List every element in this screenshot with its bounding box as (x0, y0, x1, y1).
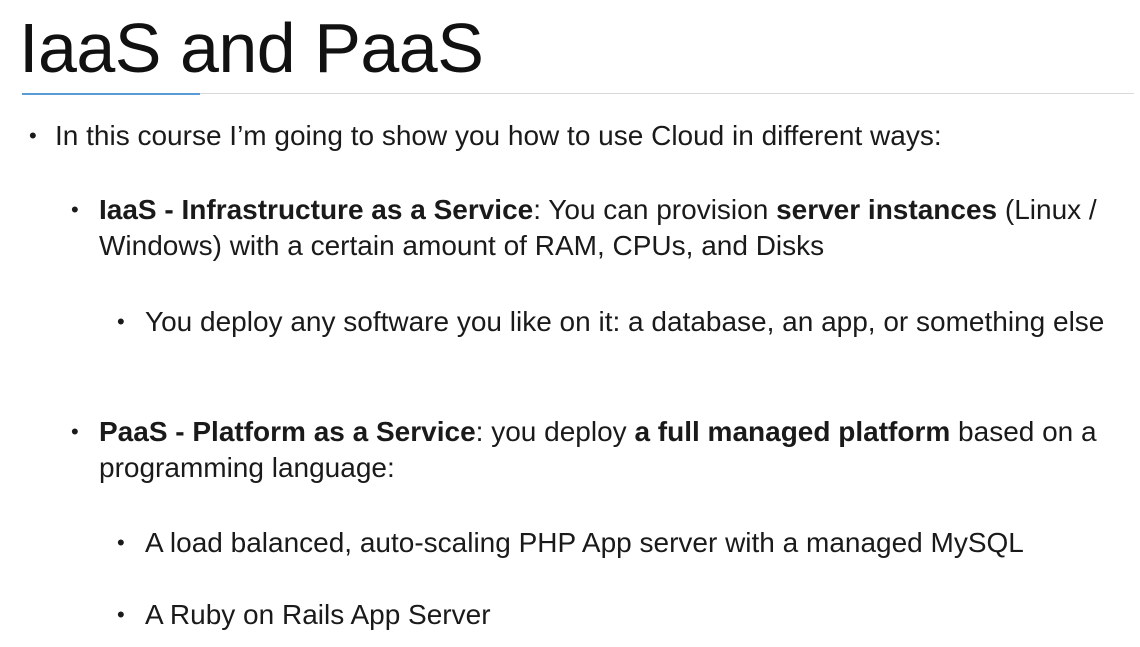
bullet-glyph: • (29, 123, 37, 148)
bullet-intro: • In this course I’m going to show you h… (29, 118, 1115, 154)
paas-name: PaaS - Platform as a Service (99, 416, 476, 447)
bullet-paas-sub-2: • A Ruby on Rails App Server (117, 597, 1130, 633)
bullet-iaas-sub-1: • You deploy any software you like on it… (117, 304, 1130, 340)
paas-text-1: : you deploy (475, 416, 635, 447)
title-divider (22, 93, 1134, 94)
bullet-glyph: • (117, 530, 125, 555)
intro-text: In this course I’m going to show you how… (55, 120, 942, 151)
iaas-text-1: : You can provision (533, 194, 777, 225)
slide-title: IaaS and PaaS (19, 9, 484, 87)
iaas-text: IaaS - Infrastructure as a Service: You … (99, 192, 1134, 264)
paas-bold-2: a full managed platform (634, 416, 951, 447)
bullet-glyph: • (71, 197, 79, 222)
bullet-glyph: • (117, 309, 125, 334)
bullet-paas-sub-1: • A load balanced, auto-scaling PHP App … (117, 525, 1130, 561)
bullet-paas: • PaaS - Platform as a Service: you depl… (71, 414, 1134, 486)
paas-text-2: based on a programming language: (99, 416, 1097, 483)
iaas-bold-2: server instances (776, 194, 998, 225)
title-divider-accent (22, 93, 200, 95)
bullet-glyph: • (71, 419, 79, 444)
iaas-sub-item: You deploy any software you like on it: … (145, 306, 1105, 337)
bullet-glyph: • (117, 602, 125, 627)
paas-sub-item: A Ruby on Rails App Server (145, 599, 491, 630)
iaas-name: IaaS - Infrastructure as a Service (99, 194, 534, 225)
paas-sub-item: A load balanced, auto-scaling PHP App se… (145, 527, 1024, 558)
iaas-text-2: (Linux / Windows) with a certain amount … (99, 194, 1097, 261)
bullet-iaas: • IaaS - Infrastructure as a Service: Yo… (71, 192, 1134, 264)
paas-text: PaaS - Platform as a Service: you deploy… (99, 414, 1134, 486)
